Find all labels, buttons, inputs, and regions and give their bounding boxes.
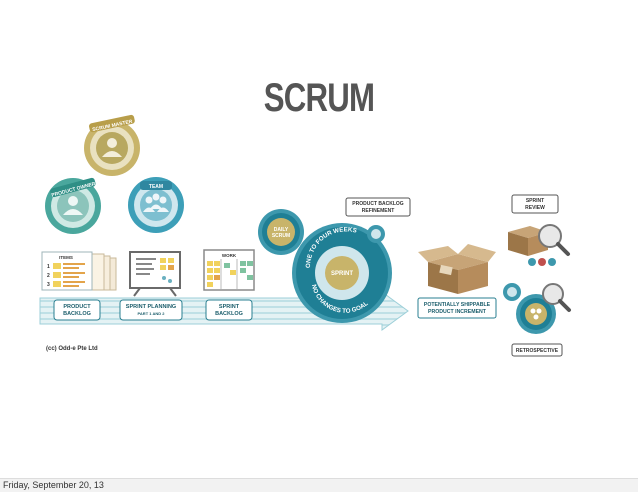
person-icon <box>68 196 78 206</box>
sprint-review-label-2: REVIEW <box>525 205 545 211</box>
refinement-label-2: REFINEMENT <box>362 208 395 214</box>
footer-date: Friday, September 20, 13 <box>3 480 104 490</box>
product-backlog-label: PRODUCT <box>63 304 91 310</box>
item-number: 3 <box>47 282 50 288</box>
sprint-planning-sublabel: PART 1 AND 2 <box>138 311 166 316</box>
sprint-backlog-step: SPRINT BACKLOG <box>205 299 253 321</box>
retrospective-scene <box>503 283 571 334</box>
sprint-backlog-board: WORK <box>203 249 255 291</box>
product-owner-badge: PRODUCT OWNER <box>45 177 101 234</box>
refinement-step: PRODUCT BACKLOG REFINEMENT <box>345 197 411 217</box>
person-icon <box>528 258 536 266</box>
daily-scrum-label-2: SCRUM <box>272 233 290 239</box>
footer-bar: Friday, September 20, 13 <box>0 478 638 492</box>
increment-label-2: PRODUCT INCREMENT <box>428 309 487 315</box>
sprint-review-step: SPRINT REVIEW <box>511 194 559 214</box>
item-number: 1 <box>47 264 50 270</box>
team-badge: TEAM <box>128 177 184 233</box>
people-icon <box>143 204 169 212</box>
person-icon <box>107 138 117 148</box>
sprint-planning-step: SPRINT PLANNING PART 1 AND 2 <box>119 299 183 321</box>
product-backlog-items: ITEMS 1 2 3 <box>41 251 117 291</box>
team-label: TEAM <box>149 184 163 190</box>
product-increment <box>418 244 496 294</box>
scrum-master-badge: SCRUM MASTER <box>84 114 140 176</box>
refinement-dot <box>367 225 385 243</box>
credit: (cc) Odd-e Pte Ltd <box>46 346 98 352</box>
person-icon <box>538 258 546 266</box>
items-label: ITEMS <box>59 255 73 260</box>
sprint-review-label: SPRINT <box>526 198 544 204</box>
product-backlog-label-2: BACKLOG <box>63 311 91 317</box>
sprint-core <box>325 256 359 290</box>
sprint-backlog-label-2: BACKLOG <box>215 311 243 317</box>
item-number: 2 <box>47 273 50 279</box>
sprint-backlog-label: SPRINT <box>219 304 240 310</box>
scrum-diagram: SCRUM MASTER PRODUCT OWNER TEAM <box>39 114 571 357</box>
sprint-planning-label: SPRINT PLANNING <box>126 304 176 310</box>
magnifier-icon <box>542 283 564 305</box>
slide: SCRUM SCRUM MASTER <box>39 76 571 357</box>
magnifier-icon <box>538 224 562 248</box>
sprint-label: SPRINT <box>331 271 353 277</box>
retrospective-step: RETROSPECTIVE <box>511 343 563 357</box>
increment-step: POTENTIALLY SHIPPABLE PRODUCT INCREMENT <box>417 297 497 319</box>
retrospective-label: RETROSPECTIVE <box>516 348 559 354</box>
product-backlog-step: PRODUCT BACKLOG <box>53 299 101 321</box>
person-icon <box>548 258 556 266</box>
daily-scrum-label: DAILY <box>274 227 289 233</box>
sprint-review-scene <box>508 224 570 266</box>
slide-title: SCRUM <box>263 76 375 120</box>
sprint-cycle: SPRINT ONE TO FOUR WEEKS NO CHANGES TO G… <box>292 223 392 323</box>
refinement-label: PRODUCT BACKLOG <box>352 201 403 207</box>
increment-label: POTENTIALLY SHIPPABLE <box>424 302 491 308</box>
daily-scrum-badge: DAILY SCRUM <box>258 209 304 255</box>
work-label: WORK <box>222 253 237 258</box>
sprint-planning-board <box>129 251 181 297</box>
